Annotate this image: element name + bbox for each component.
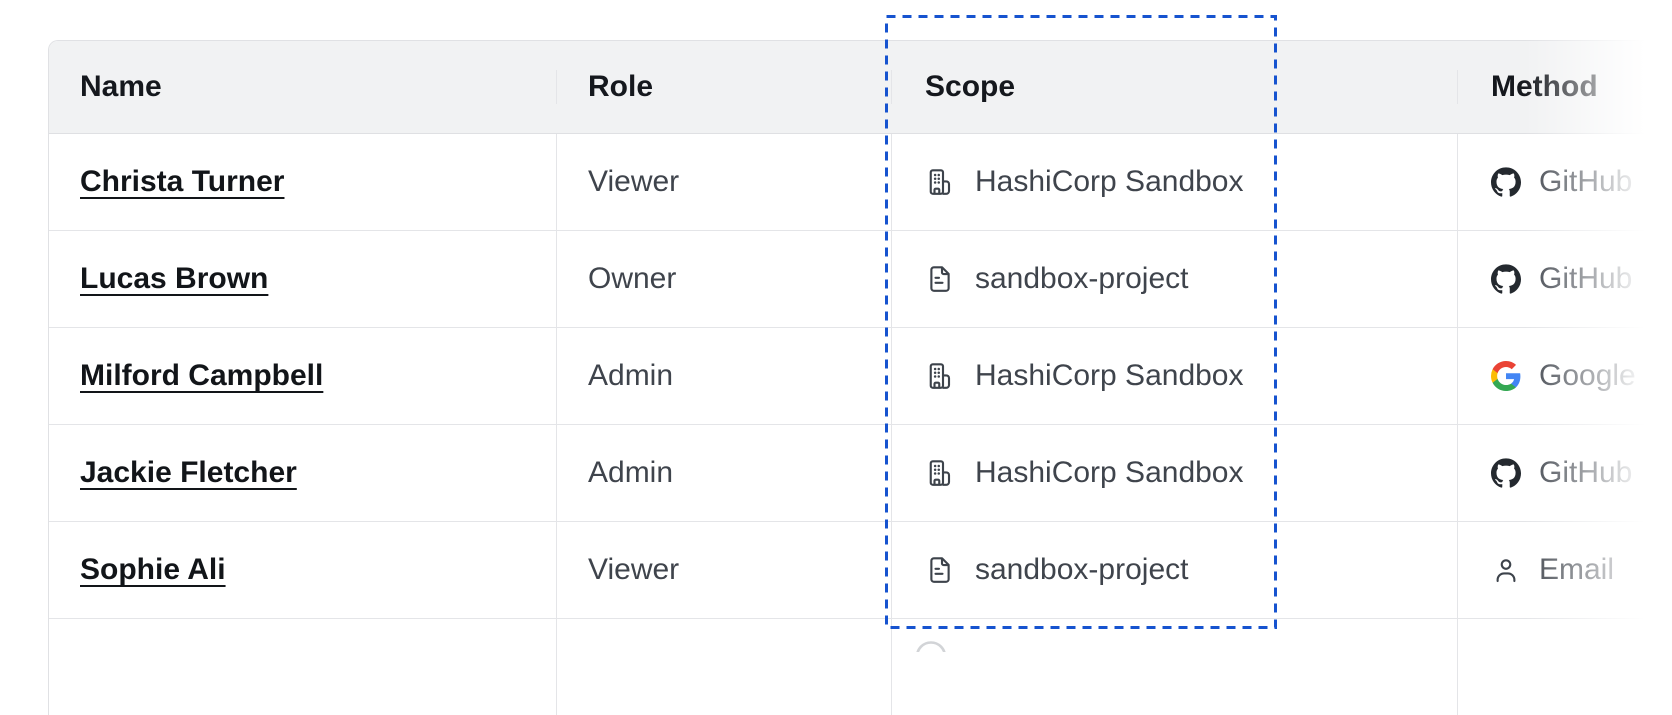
project-document-icon: [930, 266, 950, 292]
member-method: Email: [1539, 553, 1615, 586]
table-row-partial: [49, 619, 1672, 715]
column-header-method: Method: [1457, 70, 1672, 104]
organization-building-icon: [929, 363, 951, 389]
member-scope: HashiCorp Sandbox: [975, 359, 1244, 392]
table-row: Jackie Fletcher Admin HashiCorp Sandbox …: [49, 425, 1672, 522]
github-icon: [1491, 458, 1521, 488]
person-icon: [1496, 559, 1516, 583]
organization-building-icon: [929, 169, 951, 195]
column-header-role: Role: [556, 70, 891, 104]
table-row: Lucas Brown Owner sandbox-project GitHub: [49, 231, 1672, 328]
github-icon: [1491, 264, 1521, 294]
member-role: Admin: [556, 328, 891, 424]
member-name-link[interactable]: Milford Campbell: [80, 359, 324, 392]
table-row: Christa Turner Viewer HashiCorp Sandbox …: [49, 134, 1672, 231]
members-table: Name Role Scope Method Christa Turner Vi…: [48, 40, 1672, 715]
member-role: Viewer: [556, 522, 891, 618]
member-method: GitHub: [1539, 165, 1633, 198]
member-method: Google: [1539, 359, 1636, 392]
member-role: Viewer: [556, 134, 891, 230]
organization-building-icon: [929, 460, 951, 486]
member-method: GitHub: [1539, 456, 1633, 489]
member-role: Owner: [556, 231, 891, 327]
member-scope: HashiCorp Sandbox: [975, 456, 1244, 489]
table-row: Sophie Ali Viewer sandbox-project Email: [49, 522, 1672, 619]
google-icon: [1491, 361, 1521, 391]
member-scope: HashiCorp Sandbox: [975, 165, 1244, 198]
member-scope: sandbox-project: [975, 262, 1189, 295]
member-role: Admin: [556, 425, 891, 521]
clipped-next-row-icon: [916, 641, 946, 652]
member-scope: sandbox-project: [975, 553, 1189, 586]
column-header-scope: Scope: [891, 70, 1457, 104]
member-name-link[interactable]: Jackie Fletcher: [80, 456, 297, 489]
member-name-link[interactable]: Sophie Ali: [80, 553, 226, 586]
member-name-link[interactable]: Christa Turner: [80, 165, 285, 198]
github-icon: [1491, 167, 1521, 197]
column-header-name: Name: [80, 70, 162, 103]
table-header-row: Name Role Scope Method: [49, 41, 1672, 134]
project-document-icon: [930, 557, 950, 583]
table-row: Milford Campbell Admin HashiCorp Sandbox…: [49, 328, 1672, 425]
member-method: GitHub: [1539, 262, 1633, 295]
member-name-link[interactable]: Lucas Brown: [80, 262, 269, 295]
